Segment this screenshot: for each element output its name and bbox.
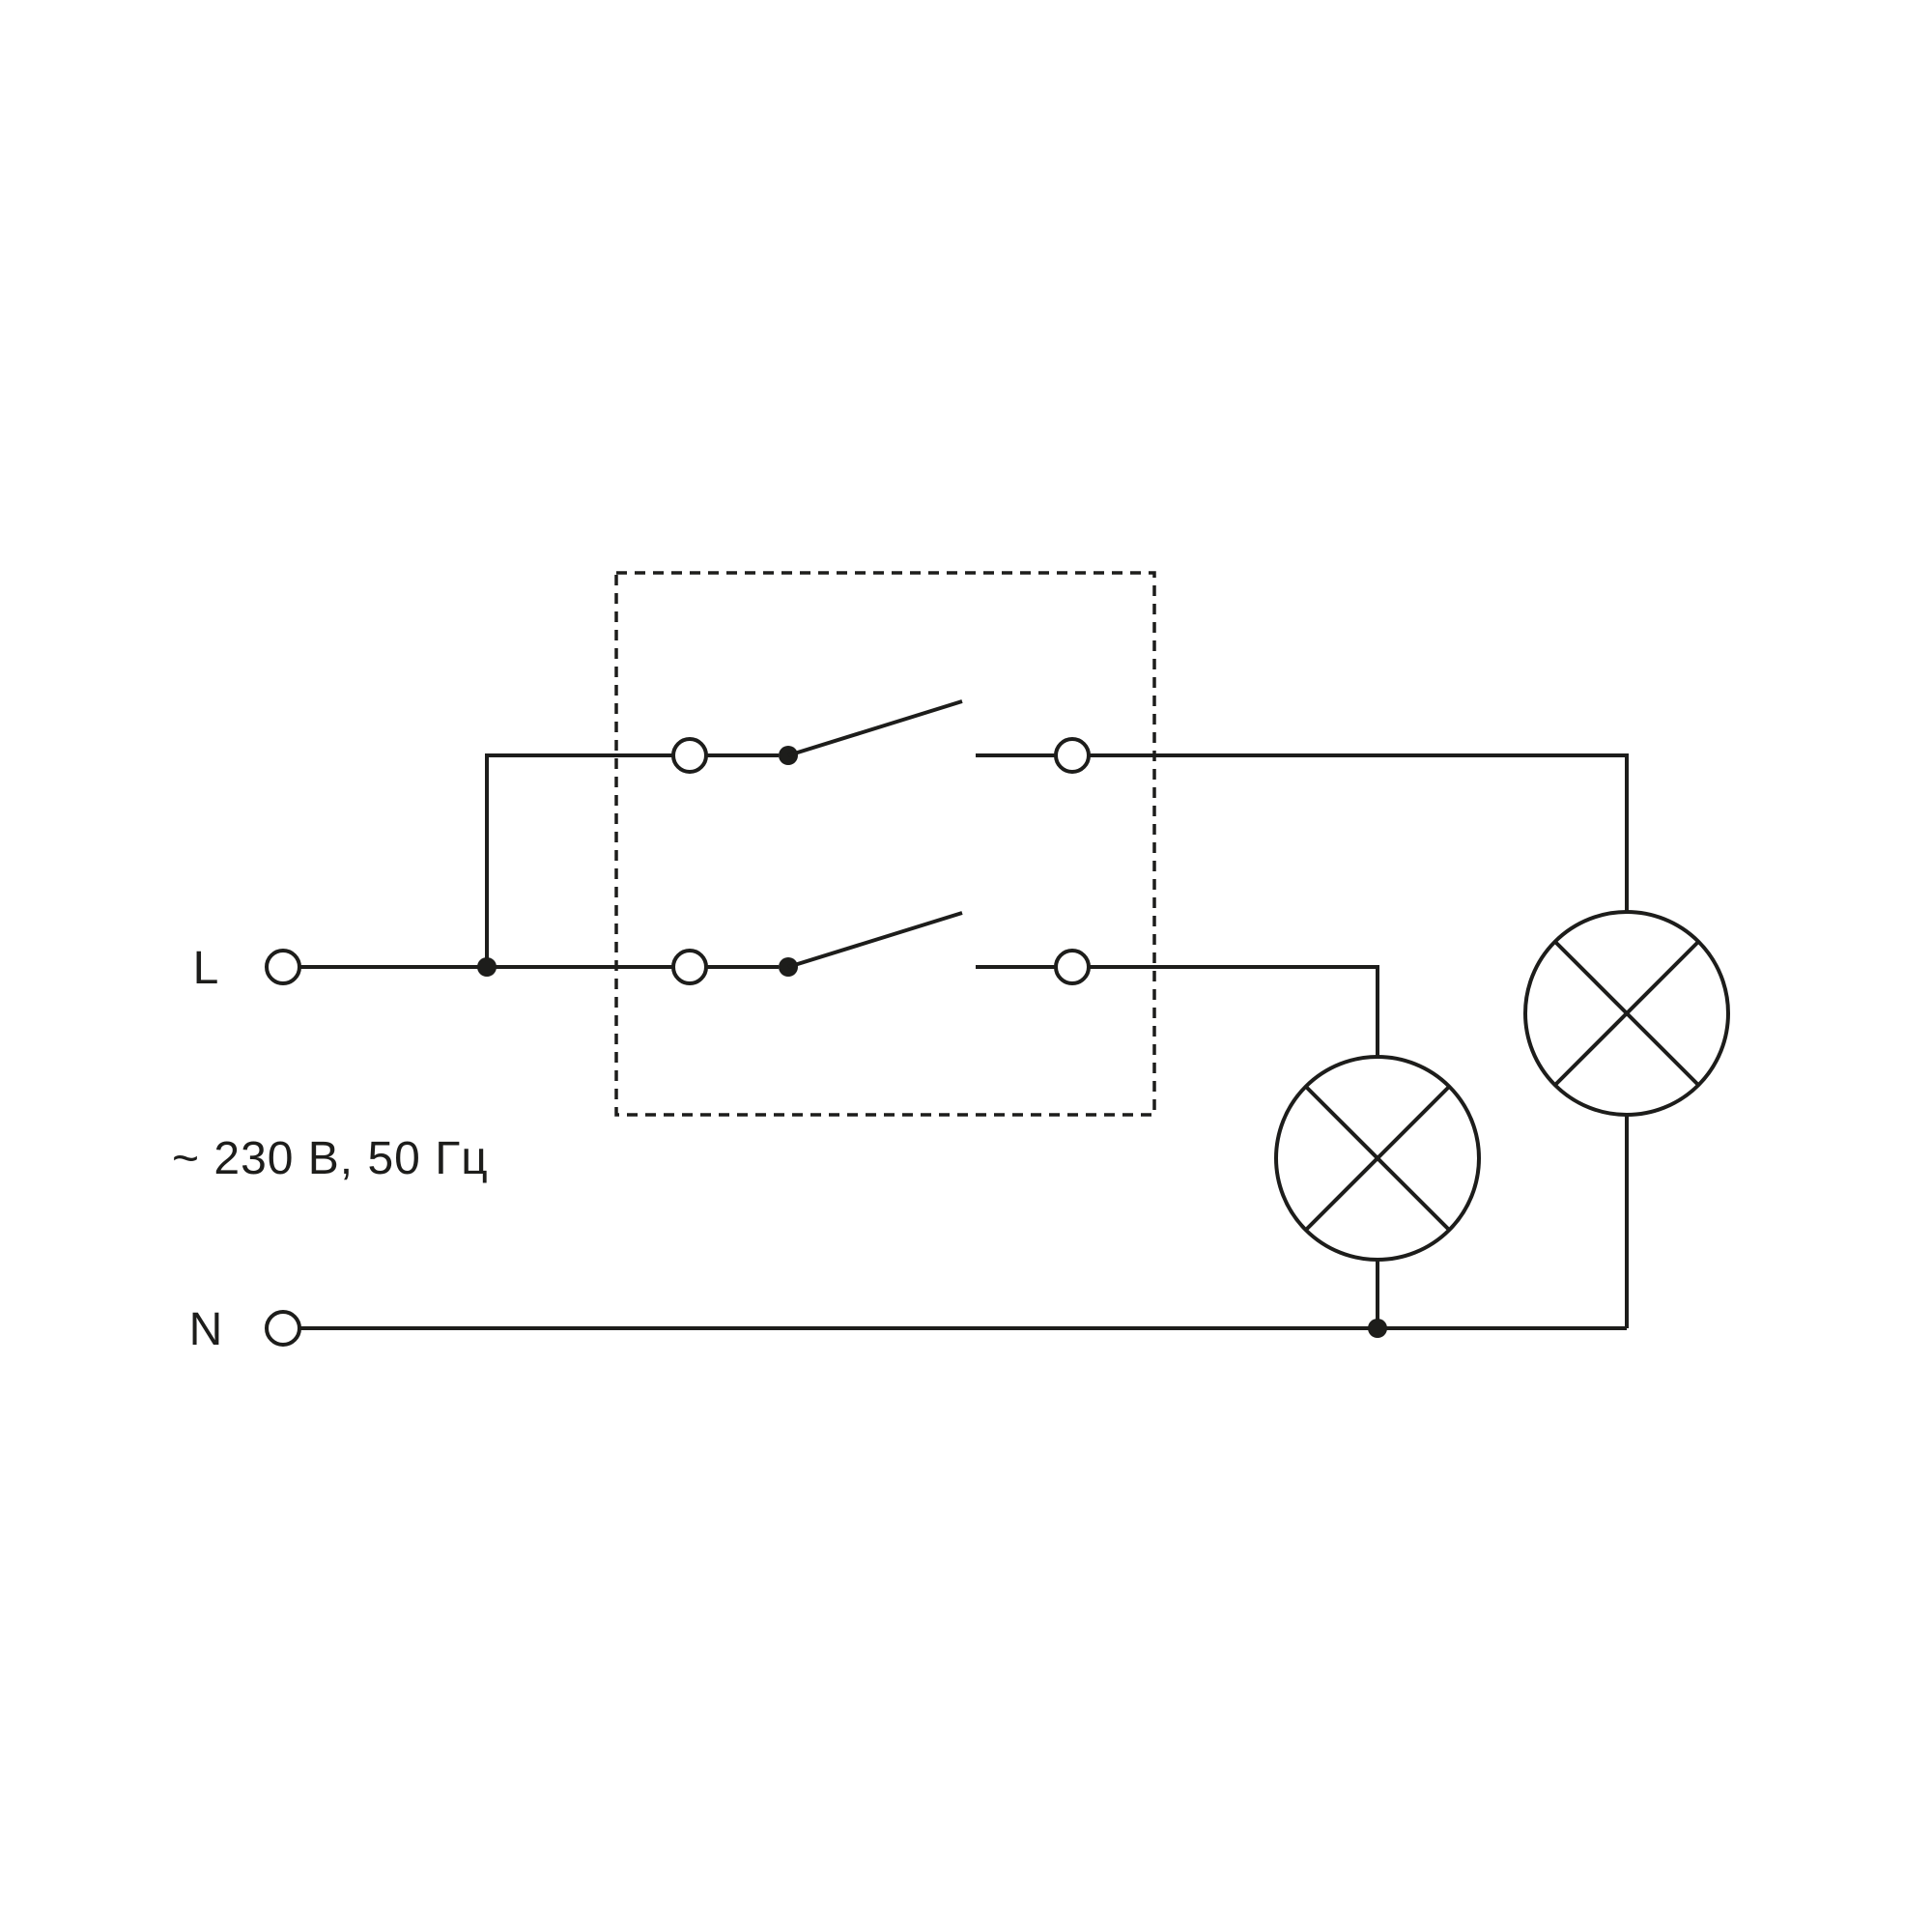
line-branch-wire	[485, 753, 673, 967]
switch-1-to-lamp-2-wire	[1089, 753, 1629, 912]
switch-2-arm	[787, 911, 963, 969]
switch-2-to-lamp-1-wire	[1089, 965, 1379, 1057]
line-terminal-label: L	[193, 943, 219, 994]
switch-2	[671, 911, 1091, 985]
neutral-terminal-label: N	[189, 1304, 223, 1355]
switch-enclosure-box	[614, 571, 1156, 1117]
lamp-2	[1523, 910, 1730, 1117]
switch-2-output-terminal	[1054, 949, 1091, 985]
switch-1	[671, 699, 1091, 774]
switch-1-arm	[787, 699, 963, 757]
line-terminal	[265, 949, 301, 985]
neutral-terminal	[265, 1310, 301, 1347]
lamp-1-cross-b	[1304, 1085, 1451, 1232]
switch-2-input-terminal	[671, 949, 708, 985]
switch-1-input-terminal	[671, 737, 708, 774]
lamp-1	[1274, 1055, 1481, 1262]
junction-dot	[477, 957, 497, 977]
lamp-2-cross-b	[1553, 940, 1700, 1087]
neutral-junction-dot	[1368, 1319, 1387, 1338]
power-rating-label: ~ 230 В, 50 Гц	[172, 1133, 489, 1184]
switch-1-output-terminal	[1054, 737, 1091, 774]
